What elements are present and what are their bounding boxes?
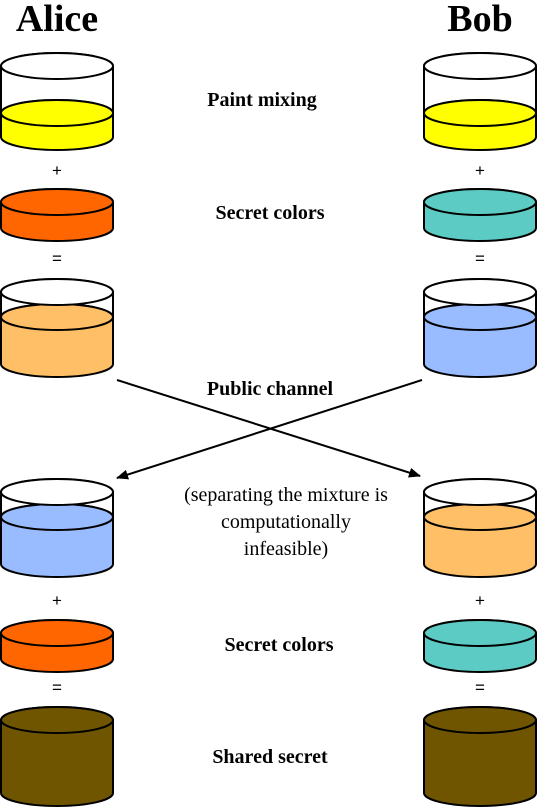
public-channel-label: Public channel [207,378,334,400]
alice-equals-sign-2: = [52,678,62,697]
bob-heading: Bob [447,0,512,40]
alice-secret-color-disc-2 [0,619,114,673]
paint-mixing-label: Paint mixing [207,89,316,111]
secret-colors-label: Secret colors [215,202,324,224]
shared-secret-label: Shared secret [212,746,328,768]
bob-secret-color-disc [423,188,537,242]
alice-heading: Alice [16,0,98,40]
bob-plus-sign: + [475,161,485,180]
alice-plus-sign-2: + [52,591,62,610]
bob-received-mixture-beaker [423,478,537,578]
alice-plus-sign: + [52,161,62,180]
bob-equals-sign-2: = [475,678,485,697]
alice-shared-secret-beaker [0,706,114,807]
secret-colors-label-2: Secret colors [224,634,333,656]
bob-common-paint-beaker [423,52,537,151]
alice-common-paint-beaker [0,52,114,151]
bob-plus-sign-2: + [475,591,485,610]
bob-shared-secret-beaker [423,706,537,807]
alice-received-mixture-beaker [0,478,114,578]
infeasible-note-line2: computationally [221,511,351,533]
alice-secret-color-disc [0,188,114,242]
bob-public-mixture-beaker [423,278,537,378]
infeasible-note-line1: (separating the mixture is [184,484,388,506]
bob-to-alice-arrow [116,379,423,480]
alice-equals-sign: = [52,249,62,268]
alice-to-bob-arrow [116,379,421,478]
bob-equals-sign: = [475,249,485,268]
infeasible-note-line3: infeasible) [244,538,328,560]
bob-secret-color-disc-2 [423,619,537,673]
alice-public-mixture-beaker [0,278,114,378]
